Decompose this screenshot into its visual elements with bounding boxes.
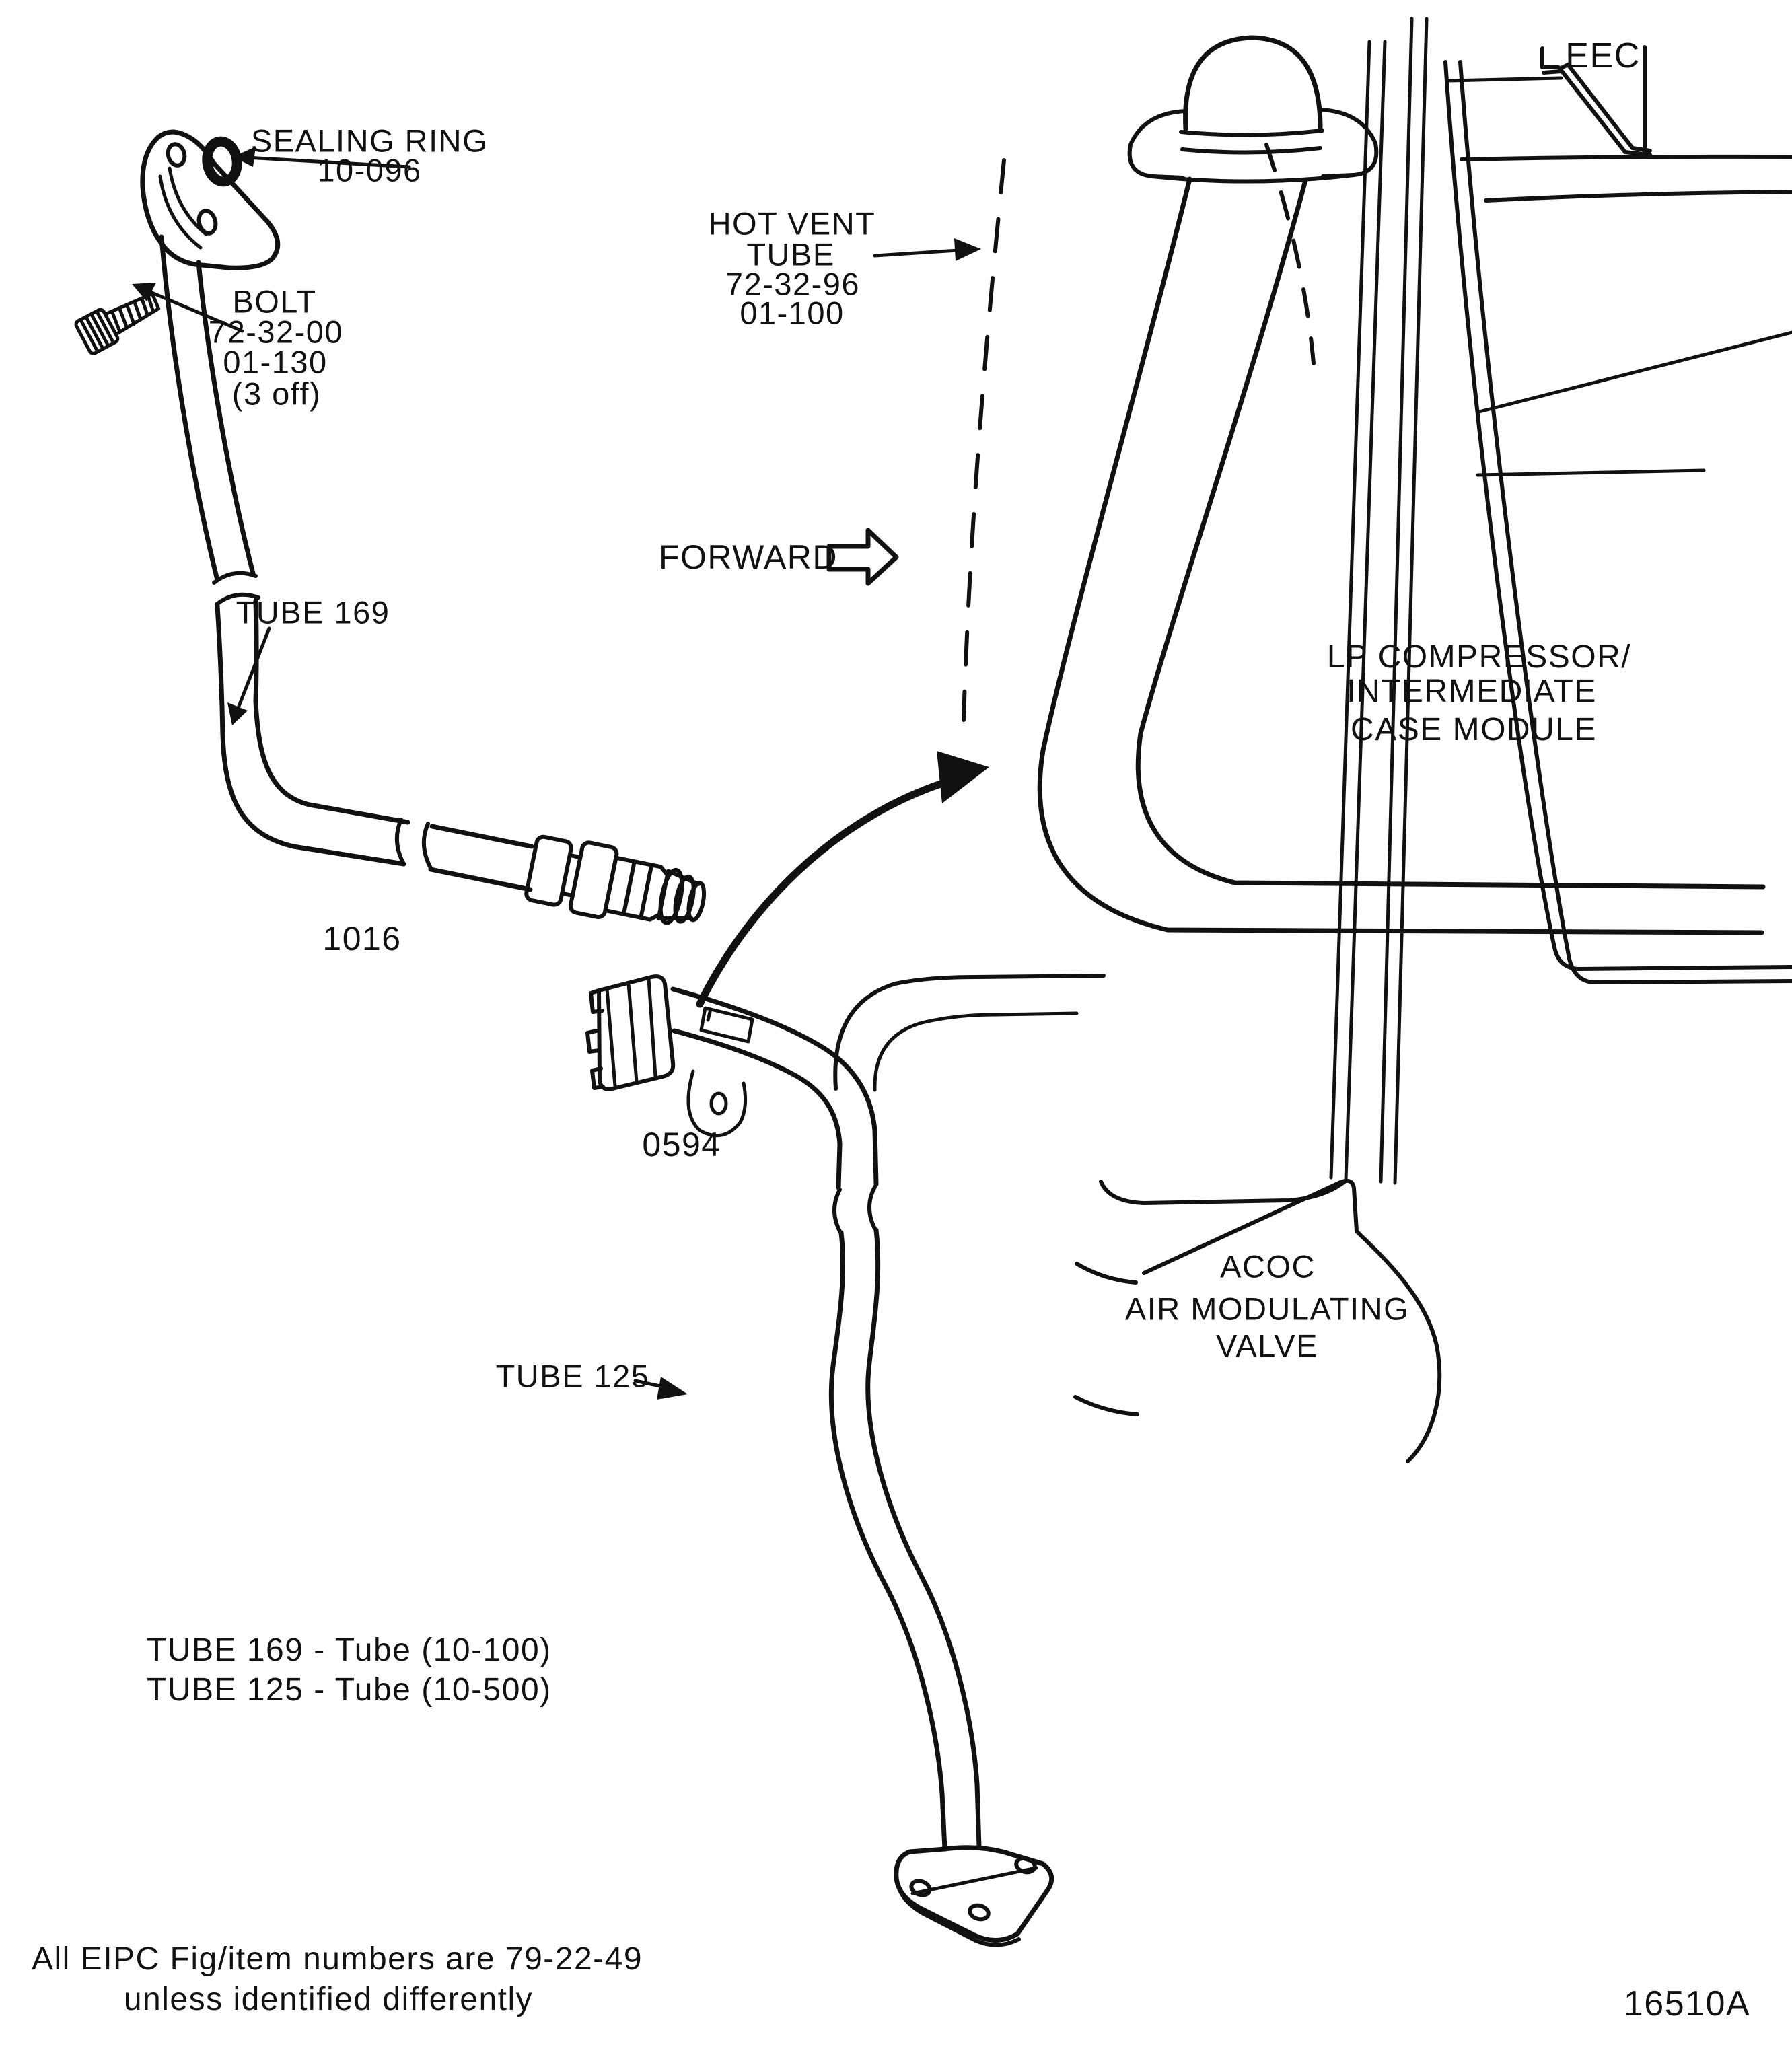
case-bottom-edge [1099,1180,1347,1205]
flange-bolt-hole [166,142,187,168]
legend-line-1: TUBE 169 - Tube (10-100) [147,1632,552,1668]
acoc-valve-outline [1073,1178,1442,1463]
footnote-line-2: unless identified differently [123,1982,534,2017]
hidden-tube-dashed-line [1264,143,1316,365]
acoc-label-3: VALVE [1215,1328,1319,1364]
lp-module-label-2: INTERMEDIATE [1347,674,1597,709]
eec-bracket [1446,45,1792,203]
lp-module-label-1: LP COMPRESSOR/ [1326,639,1632,675]
curved-assembly-arrow [696,751,989,1008]
arrowhead [657,1377,688,1400]
forward-label: FORWARD [658,538,838,576]
footnote-line-1: All EIPC Fig/item numbers are 79-22-49 [31,1941,643,1977]
legend-line-2: TUBE 125 - Tube (10-500) [147,1672,552,1708]
hot-vent-tube-partnumber-1: 72-32-96 [725,266,861,302]
acoc-label-1: ACOC [1220,1248,1316,1285]
hot-vent-tube-partnumber-2: 01-100 [740,295,845,331]
hidden-tube-dashed-line [962,158,1006,722]
lp-case-lines [1099,17,1792,1205]
tube169-body [159,234,534,892]
bolt-label: BOLT [232,283,317,320]
tube-clamp-tab [699,1006,754,1044]
eec-label: EEC [1565,36,1641,75]
tube125-flange [894,1845,1054,1943]
sealing-ring-label: SEALING RING [250,122,489,159]
tube125-label: TUBE 125 [495,1358,650,1394]
bolt-quantity: (3 off) [231,375,322,412]
support-bracket [686,1069,748,1138]
arrowhead [233,147,256,167]
figure-number: 16510A [1623,1984,1751,2023]
sealing-ring [202,136,242,187]
sealing-ring-partnumber: 10-096 [317,152,422,188]
fitting-0594-label: 0594 [642,1126,721,1163]
tube125-body [828,1227,1054,1947]
fitting-1016-label: 1016 [322,920,402,957]
hot-vent-tube-label-2: TUBE [746,236,835,273]
bolt-icon [74,292,161,355]
arrowhead [227,702,248,725]
arrowhead [954,238,981,261]
bracket-hole [709,1091,728,1116]
acoc-duct-outline [833,974,1106,1092]
forward-arrow-icon [826,528,899,586]
acoc-label-2: AIR MODULATING [1124,1291,1410,1327]
hot-vent-tube [1037,35,1766,935]
coupling-nut-0594 [585,974,676,1091]
union-fitting-1016 [524,834,707,925]
bolt-partnumber-1: 72-32-00 [208,314,344,350]
lp-module-label-3: CASE MODULE [1351,712,1597,748]
tube169-top-flange [140,129,281,270]
flange-bolt-hole [196,209,218,236]
bolt-partnumber-2: 01-130 [223,344,328,380]
tube169-label: TUBE 169 [236,594,390,630]
tube-0594-elbow [670,986,879,1233]
leader-arrows [132,147,981,1400]
hot-vent-tube-label-1: HOT VENT [708,205,876,242]
hot-vent-tube-cap [1183,35,1323,132]
hot-vent-flange [1127,109,1188,180]
arrowhead [132,283,156,301]
